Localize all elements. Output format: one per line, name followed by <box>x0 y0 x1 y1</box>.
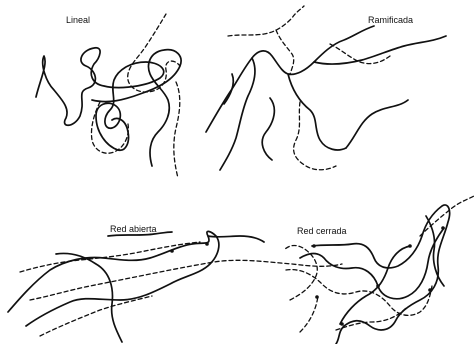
closed-network-crosslink <box>428 288 432 292</box>
linear-chain-1 <box>36 48 164 150</box>
branched-dashed-chain-3 <box>294 102 336 170</box>
open-network-crosslink <box>170 249 174 253</box>
open-network-dashed-3 <box>40 296 152 336</box>
linear-chain-4 <box>174 82 180 178</box>
closed-network-crosslink <box>376 284 380 288</box>
closed-network-chain-2 <box>300 228 444 299</box>
open-network-crosslink <box>205 242 209 246</box>
open-network-chain-2 <box>8 231 219 326</box>
label-open-network: Red abierta <box>110 224 157 234</box>
closed-network-crosslink <box>340 322 344 326</box>
panel-closed-network: Red cerrada <box>284 196 474 344</box>
branched-branch-4 <box>262 98 274 160</box>
branched-branch-1 <box>220 58 255 170</box>
panel-linear: Lineal <box>36 14 181 178</box>
closed-network-dashed-3 <box>420 196 474 236</box>
panel-open-network: Red abierta <box>8 224 342 342</box>
closed-network-chain-4 <box>426 216 444 286</box>
label-branched: Ramificada <box>368 15 413 25</box>
closed-network-crosslink <box>315 295 319 299</box>
closed-network-crosslink <box>312 244 316 248</box>
closed-network-crosslink <box>441 226 445 230</box>
closed-network-chain-3 <box>340 246 410 324</box>
label-closed-network: Red cerrada <box>297 226 347 236</box>
open-network-dashed-2 <box>30 260 342 300</box>
open-network-chain-4 <box>208 236 264 242</box>
label-linear: Lineal <box>66 15 90 25</box>
open-network-chain-3 <box>56 253 122 342</box>
open-network-dashed-1 <box>20 242 200 272</box>
closed-network-dashed-5 <box>300 296 318 332</box>
linear-chain-2 <box>92 50 181 166</box>
closed-network-crosslink <box>408 244 412 248</box>
branched-branch-3 <box>314 36 446 64</box>
branched-dashed-chain-2 <box>276 30 294 74</box>
panel-branched: Ramificada <box>206 6 446 170</box>
branched-branch-6 <box>346 100 408 148</box>
branched-dashed-chain-1 <box>228 6 304 36</box>
closed-network-dashed-1 <box>286 270 432 316</box>
